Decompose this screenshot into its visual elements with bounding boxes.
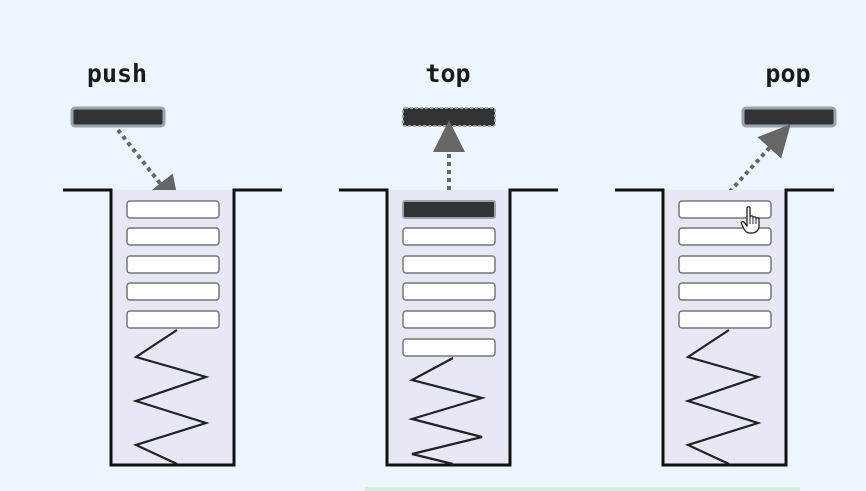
stack-slot bbox=[678, 282, 772, 301]
top-container bbox=[339, 188, 558, 467]
stack-slot bbox=[126, 227, 220, 246]
push-panel: push bbox=[63, 59, 282, 467]
top-stack-slots bbox=[402, 227, 496, 357]
stack-slot bbox=[126, 282, 220, 301]
push-spring-icon bbox=[132, 329, 210, 465]
top-spring-icon bbox=[407, 357, 487, 466]
stack-slot bbox=[126, 200, 220, 219]
stack-slot bbox=[402, 282, 496, 301]
stack-slot bbox=[402, 255, 496, 274]
pop-arrow-icon bbox=[722, 124, 791, 200]
top-panel: top bbox=[339, 59, 558, 467]
stack-slot bbox=[678, 255, 772, 274]
hand-pointer-icon bbox=[740, 206, 760, 234]
pop-label: pop bbox=[765, 59, 810, 88]
pop-panel: pop bbox=[615, 59, 837, 467]
stack-slot bbox=[402, 338, 496, 357]
stack-slot bbox=[402, 227, 496, 246]
pop-container bbox=[615, 188, 834, 467]
top-peeked-element bbox=[402, 107, 496, 127]
top-element bbox=[402, 200, 496, 219]
stack-slot bbox=[678, 310, 772, 329]
pop-spring-icon bbox=[684, 329, 762, 465]
pushed-element bbox=[70, 106, 166, 128]
popped-element bbox=[741, 106, 837, 128]
push-container bbox=[63, 188, 282, 467]
stack-slot bbox=[678, 200, 772, 219]
top-label: top bbox=[425, 59, 470, 88]
stack-slot bbox=[126, 310, 220, 329]
push-stack-slots bbox=[126, 200, 220, 329]
push-arrow-icon bbox=[116, 128, 180, 209]
pop-stack-slots bbox=[678, 200, 772, 329]
push-label: push bbox=[87, 59, 147, 88]
bottom-strip bbox=[365, 487, 800, 491]
stack-slot bbox=[402, 310, 496, 329]
stack-slot bbox=[126, 255, 220, 274]
